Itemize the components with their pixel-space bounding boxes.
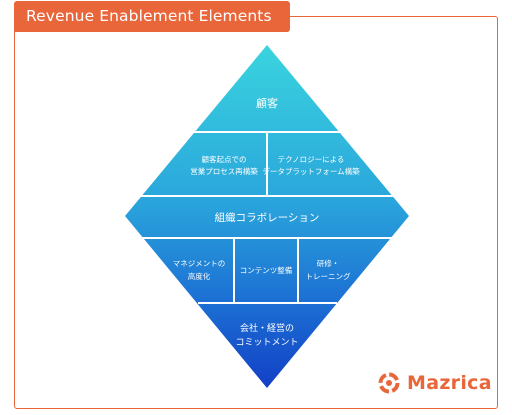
label-management-line1: マネジメントの <box>173 259 226 268</box>
label-commitment-line1: 会社・経営の <box>240 322 294 334</box>
brand-logo: Mazrica <box>377 371 492 395</box>
section-dividers <box>140 131 394 304</box>
label-training-line2: トレーニング <box>306 271 351 281</box>
page-title: Revenue Enablement Elements <box>14 1 290 32</box>
label-sales-process-line1: 顧客起点での <box>202 154 247 164</box>
label-management-line2: 高度化 <box>188 271 211 281</box>
label-data-platform-line1: テクノロジーによる <box>278 155 345 164</box>
label-content: コンテンツ整備 <box>240 265 293 275</box>
label-commitment-line2: コミットメント <box>235 338 298 348</box>
mazrica-logo-icon <box>378 372 400 394</box>
label-data-platform-line2: データプラットフォーム構築 <box>262 166 360 176</box>
label-customer: 顧客 <box>256 96 278 110</box>
brand-name: Mazrica <box>407 372 492 394</box>
label-sales-process-line2: 営業プロセス再構築 <box>190 166 258 176</box>
label-org-collaboration: 組織コラボレーション <box>215 211 320 224</box>
diamond-shape <box>125 45 409 388</box>
label-training-line1: 研修・ <box>317 258 340 268</box>
